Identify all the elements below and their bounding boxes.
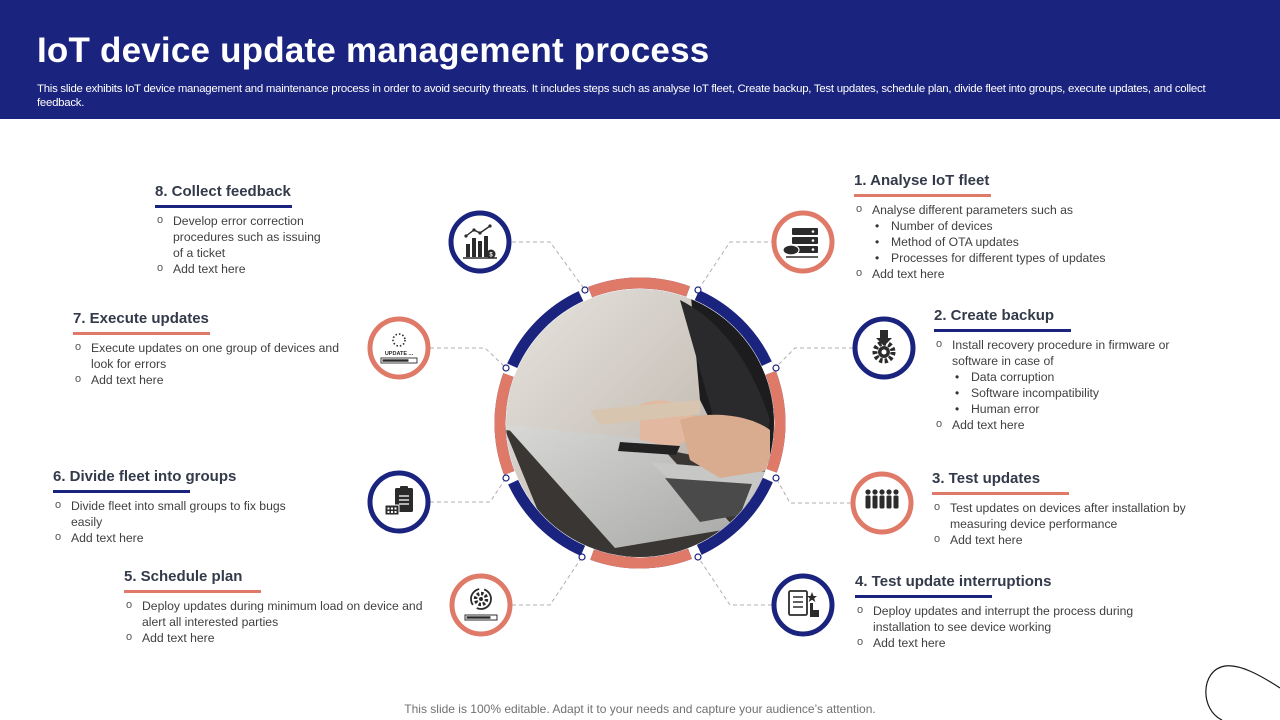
- step-1-underline: [854, 194, 991, 197]
- list-item: Deploy updates and interrupt the process…: [855, 602, 1160, 635]
- list-item: Test updates on devices after installati…: [932, 499, 1194, 532]
- step-6-underline: [53, 490, 190, 493]
- checklist-icon: [771, 573, 835, 637]
- step-8-title: 8. Collect feedback: [155, 183, 291, 200]
- connector-lines: [430, 241, 853, 606]
- central-ring: [494, 277, 786, 569]
- step-1-block: 1. Analyse IoT fleet Analyse different p…: [854, 172, 1154, 282]
- list-item: Analyse different parameters such as Num…: [854, 201, 1154, 266]
- list-item: Add text here: [854, 265, 1154, 282]
- decorative-curve: [1205, 665, 1280, 720]
- step-2-block: 2. Create backup Install recovery proced…: [934, 307, 1194, 433]
- page-title: IoT device update management process: [37, 31, 710, 70]
- ring-joint-dots: [502, 286, 780, 561]
- sub-list-item: Number of devices: [872, 218, 1154, 234]
- step-3-title: 3. Test updates: [932, 470, 1041, 487]
- step-3-underline: [932, 492, 1069, 495]
- step-1-list: Analyse different parameters such as Num…: [854, 201, 1154, 282]
- list-item: Divide fleet into small groups to fix bu…: [53, 497, 293, 530]
- list-item: Add text here: [855, 634, 1160, 651]
- list-item: Add text here: [934, 416, 1194, 433]
- step-6-block: 6. Divide fleet into groups Divide fleet…: [53, 468, 293, 546]
- list-item: Add text here: [73, 371, 348, 388]
- list-item: Add text here: [155, 260, 325, 277]
- step-5-underline: [124, 590, 261, 593]
- list-item: Execute updates on one group of devices …: [73, 339, 348, 372]
- svg-text:$: $: [489, 253, 493, 259]
- step-5-block: 5. Schedule plan Deploy updates during m…: [124, 568, 424, 646]
- gear-cycle-icon: [449, 573, 513, 637]
- step-4-list: Deploy updates and interrupt the process…: [855, 602, 1160, 651]
- update-icon-label: UPDATE ...: [385, 351, 414, 357]
- step-5-title: 5. Schedule plan: [124, 568, 243, 585]
- sub-list-item: Processes for different types of updates: [872, 250, 1154, 266]
- step-8-list: Develop error correction procedures such…: [155, 212, 325, 277]
- list-item: Develop error correction procedures such…: [155, 212, 325, 261]
- step-2-title: 2. Create backup: [934, 307, 1055, 324]
- list-item: Add text here: [53, 529, 293, 546]
- bar-chart-dollar-icon: $: [448, 210, 512, 274]
- clipboard-devices-icon: [367, 470, 431, 534]
- list-item: Add text here: [932, 531, 1194, 548]
- step-3-list: Test updates on devices after installati…: [932, 499, 1194, 548]
- step-1-title: 1. Analyse IoT fleet: [854, 172, 990, 189]
- list-item: Add text here: [124, 629, 424, 646]
- list-item: Deploy updates during minimum load on de…: [124, 597, 424, 630]
- gear-download-icon: [852, 316, 916, 380]
- step-7-title: 7. Execute updates: [73, 310, 209, 327]
- list-item: Install recovery procedure in firmware o…: [934, 336, 1194, 417]
- sub-list-item: Human error: [952, 401, 1194, 417]
- step-8-block: 8. Collect feedback Develop error correc…: [155, 183, 325, 277]
- step-5-list: Deploy updates during minimum load on de…: [124, 597, 424, 646]
- step-4-block: 4. Test update interruptions Deploy upda…: [855, 573, 1160, 651]
- step-2-list: Install recovery procedure in firmware o…: [934, 336, 1194, 433]
- step-8-underline: [155, 205, 292, 208]
- people-group-icon: [850, 471, 914, 535]
- step-6-title: 6. Divide fleet into groups: [53, 468, 237, 485]
- footer-note: This slide is 100% editable. Adapt it to…: [404, 702, 876, 716]
- header-banner: IoT device update management process Thi…: [0, 0, 1280, 119]
- step-6-list: Divide fleet into small groups to fix bu…: [53, 497, 293, 546]
- server-cloud-icon: [771, 210, 835, 274]
- step-3-block: 3. Test updates Test updates on devices …: [932, 470, 1194, 548]
- step-2-underline: [934, 329, 1071, 332]
- step-4-underline: [855, 595, 992, 598]
- sub-list-item: Method of OTA updates: [872, 234, 1154, 250]
- step-7-list: Execute updates on one group of devices …: [73, 339, 348, 388]
- step-4-title: 4. Test update interruptions: [855, 573, 1052, 590]
- step-7-underline: [73, 332, 210, 335]
- sub-list-item: Data corruption: [952, 369, 1194, 385]
- sub-list-item: Software incompatibility: [952, 385, 1194, 401]
- update-progress-icon: UPDATE ...: [367, 316, 431, 380]
- step-7-block: 7. Execute updates Execute updates on on…: [73, 310, 348, 388]
- page-subtitle: This slide exhibits IoT device managemen…: [37, 83, 1206, 109]
